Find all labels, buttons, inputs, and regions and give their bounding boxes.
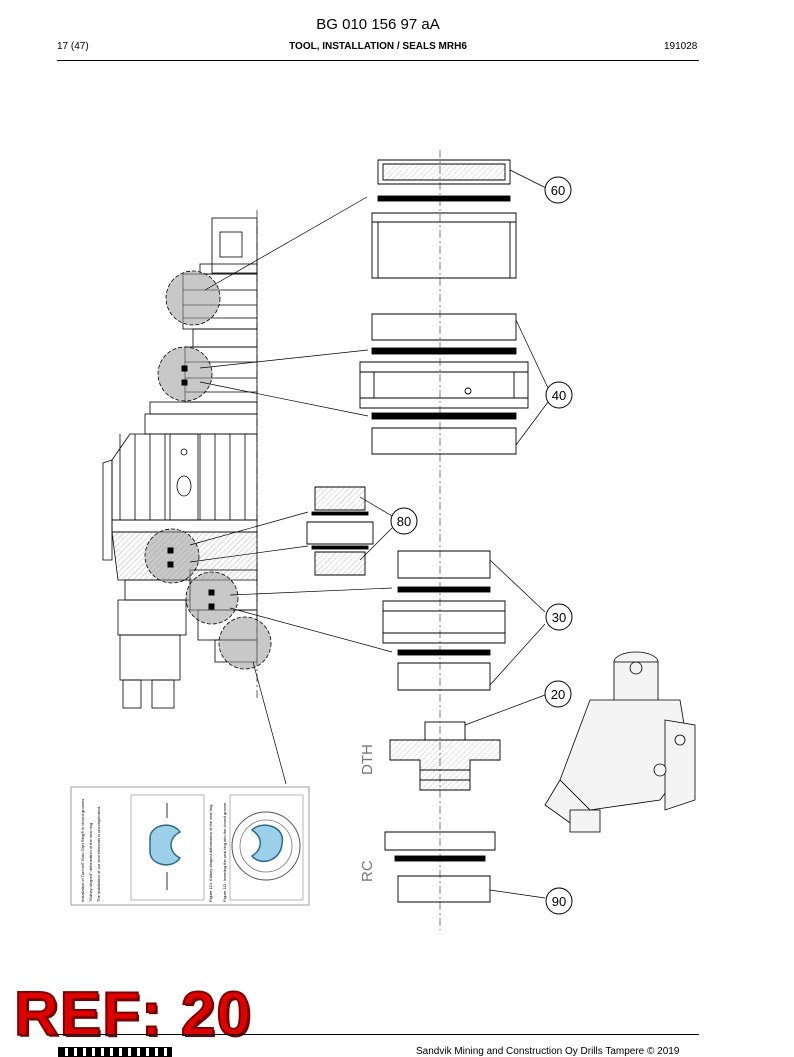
leader-lines xyxy=(189,196,393,785)
detail-circles xyxy=(144,270,272,670)
document-id: BG 010 156 97 aA xyxy=(316,16,440,33)
callout-90: 90 xyxy=(552,894,566,909)
callout-40: 40 xyxy=(552,388,566,403)
callout-60: 60 xyxy=(551,183,565,198)
callout-leaders xyxy=(359,169,549,899)
part-90 xyxy=(384,831,496,903)
rc-label: RC xyxy=(359,860,376,882)
part-30 xyxy=(382,550,506,691)
inset-manual-page: Installation of Turcon® Roto Glyd Ring® … xyxy=(70,786,310,906)
footer-rule xyxy=(57,1034,699,1035)
section-title: TOOL, INSTALLATION / SEALS MRH6 xyxy=(289,41,467,52)
callout-80: 80 xyxy=(397,514,411,529)
callout-20: 20 xyxy=(551,687,565,702)
inset-fig-a: Figure 110: Kidney-shaped deformation of… xyxy=(208,805,213,902)
copyright-text: Sandvik Mining and Construction Oy Drill… xyxy=(416,1046,680,1057)
part-60 xyxy=(371,159,517,279)
dth-label: DTH xyxy=(359,744,376,775)
callout-circles xyxy=(390,176,573,915)
header-rule xyxy=(57,60,699,61)
callout-30: 30 xyxy=(552,610,566,625)
part-80 xyxy=(306,486,374,576)
reference-stamp: REF: 20 xyxy=(13,980,252,1049)
date-code: 191028 xyxy=(664,41,698,52)
part-20 xyxy=(389,721,501,791)
inset-fig-b: Figure 111: Inserting the seal ring into… xyxy=(222,802,227,902)
inset-text-2: The installation of our seal elements is… xyxy=(96,806,101,902)
part-40 xyxy=(359,313,529,455)
inset-text-1: "Kidney-shaped" deformation of the seal … xyxy=(88,823,93,902)
perspective-unit xyxy=(544,651,696,833)
page-number: 17 (47) xyxy=(57,41,89,52)
company-logo xyxy=(58,1047,172,1057)
inset-heading: Installation of Turcon® Roto Glyd Ring® … xyxy=(80,799,85,902)
